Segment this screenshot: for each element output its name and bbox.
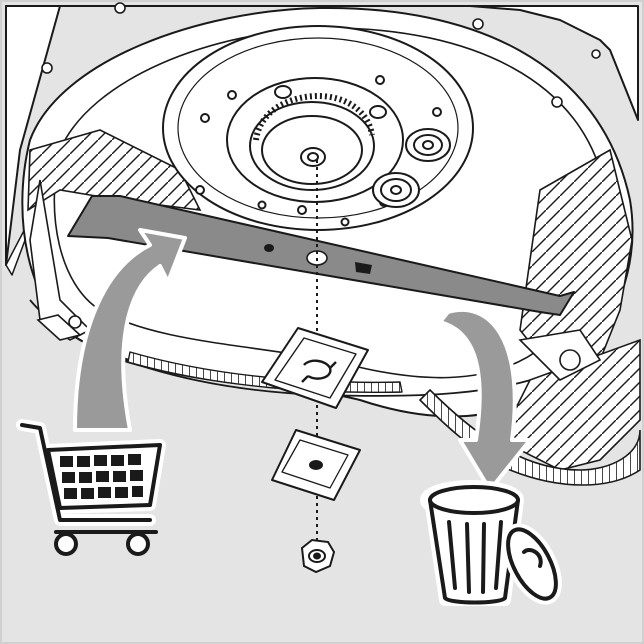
- blade-clamp-plate: [261, 327, 369, 409]
- curved-arrow-down-icon: [438, 307, 532, 492]
- trash-bin-icon: [420, 480, 562, 606]
- roller-lower: [372, 172, 420, 208]
- hub-assembly: [162, 25, 474, 231]
- mower-blade: [67, 195, 575, 316]
- curved-arrow-up-icon: [73, 228, 187, 432]
- shopping-cart-icon: [16, 419, 166, 556]
- right-deck-detail: [418, 148, 641, 486]
- deck-holes: [41, 2, 601, 108]
- lower-washer: [271, 429, 361, 501]
- trash-lid: [502, 523, 562, 605]
- roller-right: [405, 128, 451, 162]
- blade-nut: [300, 538, 336, 574]
